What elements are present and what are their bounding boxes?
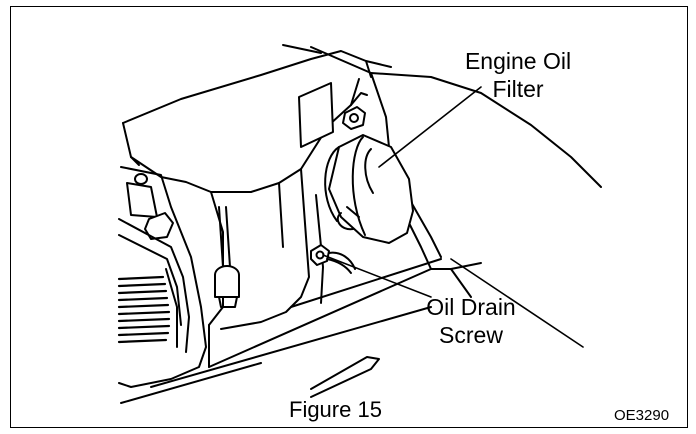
drain-leader-line xyxy=(322,254,432,298)
drain-screw-callout: Oil Drain Screw xyxy=(396,293,546,349)
drain-screw-callout-line2: Screw xyxy=(439,322,503,348)
drain-screw xyxy=(310,244,356,274)
engine-illustration xyxy=(117,44,602,404)
oil-filter-callout-line1: Engine Oil xyxy=(464,48,572,74)
oil-filter-callout: Engine Oil Filter xyxy=(429,47,607,103)
oil-filter xyxy=(324,134,414,244)
oil-filter-callout-line2: Filter xyxy=(492,76,544,102)
crankcase xyxy=(208,168,324,368)
side-cover xyxy=(117,166,207,388)
figure-frame: Engine Oil Filter Oil Drain Screw Figure… xyxy=(10,6,688,428)
figure-caption: Figure 15 xyxy=(289,397,382,422)
filter-leader-line xyxy=(378,86,482,168)
figure-code: OE3290 xyxy=(614,407,670,424)
cooling-fins xyxy=(117,275,171,344)
frame-edge-line xyxy=(450,258,584,348)
base-rails xyxy=(120,258,482,404)
drain-screw-callout-line1: Oil Drain xyxy=(426,294,516,320)
